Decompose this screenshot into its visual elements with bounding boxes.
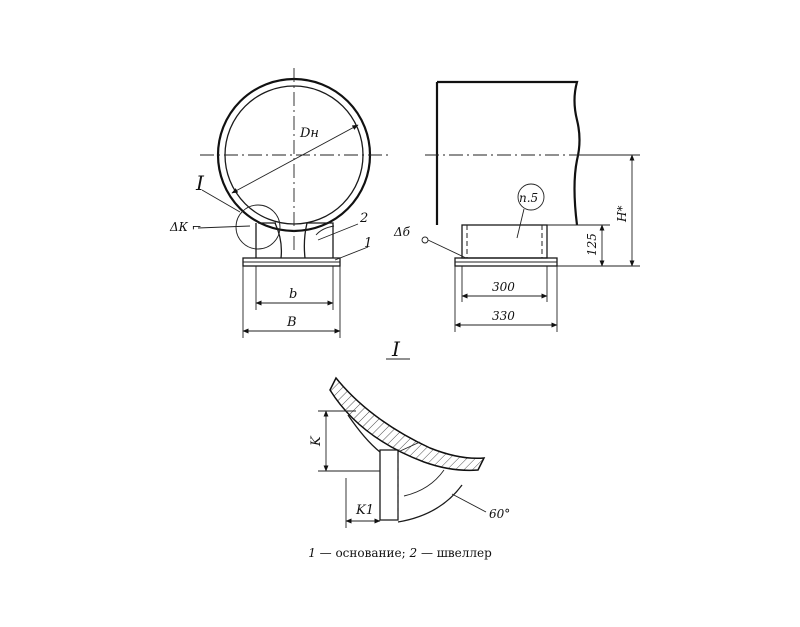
- detail-leader: [201, 189, 241, 213]
- caption-num-1: 1: [308, 546, 316, 560]
- weld-fillet-top: [397, 441, 421, 453]
- dim-b-label: b: [289, 287, 297, 302]
- caption-num-2: 2: [409, 546, 418, 560]
- channel-left-curve: [274, 222, 283, 259]
- pipe-wall-section: [329, 376, 486, 472]
- callout-bubble: [517, 183, 545, 211]
- weld-circle-symbol: [421, 236, 429, 244]
- caption-text-1: — основание;: [315, 546, 410, 560]
- channel-flange: [379, 449, 399, 521]
- callout-leader: [516, 208, 525, 239]
- pipe-inner-circle: [224, 85, 364, 225]
- dim-K1-label: K1: [355, 503, 374, 518]
- diameter-dimension-line: [231, 124, 359, 194]
- angle-leader: [451, 493, 487, 513]
- dim-K-label: K: [309, 435, 324, 447]
- diameter-label: Dн: [299, 126, 319, 141]
- part1-label: 1: [364, 236, 372, 251]
- detail-view: I 60° K K1: [309, 337, 510, 528]
- angle-arc: [403, 469, 445, 497]
- support-block: [461, 224, 548, 259]
- pipe-side-outline: [437, 80, 581, 226]
- dim-B-label: B: [286, 315, 297, 330]
- figure-caption: 1 — основание; 2 — швеллер: [0, 546, 800, 560]
- caption-text-2: — швеллер: [417, 546, 492, 560]
- weld-label-right: Δб: [393, 225, 411, 239]
- dim-300-label: 300: [492, 280, 515, 294]
- weld-leader-right: [427, 239, 467, 259]
- detail-circle: [235, 204, 281, 250]
- side-view: п.5 Δб 300 330 125 H*: [393, 80, 640, 332]
- weld-leader-left: [197, 225, 251, 229]
- weld-label-left: ΔК ⌐: [169, 220, 202, 234]
- detail-mark: I: [195, 171, 205, 195]
- dim-330-label: 330: [492, 309, 515, 323]
- angle-label: 60°: [489, 507, 510, 521]
- weld-fillet-left: [347, 414, 381, 453]
- channel-right-detail: [315, 225, 335, 236]
- part2-label: 2: [359, 211, 368, 226]
- front-view: Dн I ΔК ⌐ 2 1 b B: [169, 68, 390, 338]
- dim-H-label: H*: [615, 206, 629, 223]
- part1-leader: [334, 246, 369, 261]
- channel-right-curve: [303, 222, 308, 259]
- bevel-outline: [397, 484, 463, 523]
- detail-title: I: [391, 337, 401, 361]
- callout-label: п.5: [519, 191, 538, 205]
- channel-left-web: [255, 222, 276, 258]
- dim-125-label: 125: [585, 233, 599, 256]
- part2-leader: [317, 223, 359, 241]
- channel-right-web: [307, 222, 334, 258]
